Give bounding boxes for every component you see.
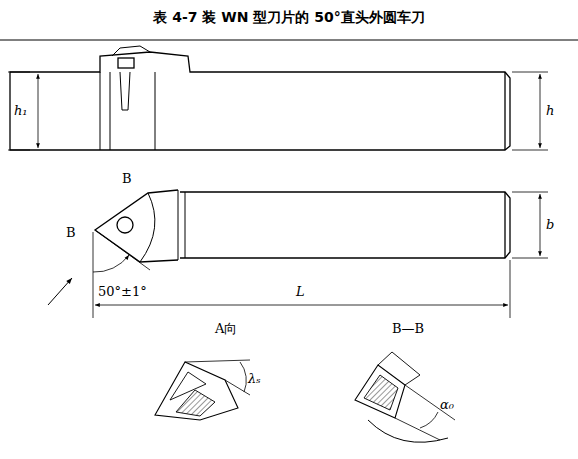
dimension-label: b <box>546 218 554 231</box>
view-label: B—B <box>392 322 424 335</box>
dimension-label: h₁ <box>14 104 28 117</box>
table-title: 表 4-7 装 WN 型刀片的 50°直头外圆车刀 <box>153 10 424 24</box>
section-mark: B <box>66 226 76 239</box>
section-mark: B <box>122 172 132 185</box>
dimension-label: L <box>296 285 305 298</box>
dimension-label: h <box>546 104 554 117</box>
view-label: A向 <box>215 322 237 335</box>
angle-label: λₛ <box>248 372 261 385</box>
angle-label: α₀ <box>440 398 454 411</box>
angle-label: 50°±1° <box>98 285 147 298</box>
